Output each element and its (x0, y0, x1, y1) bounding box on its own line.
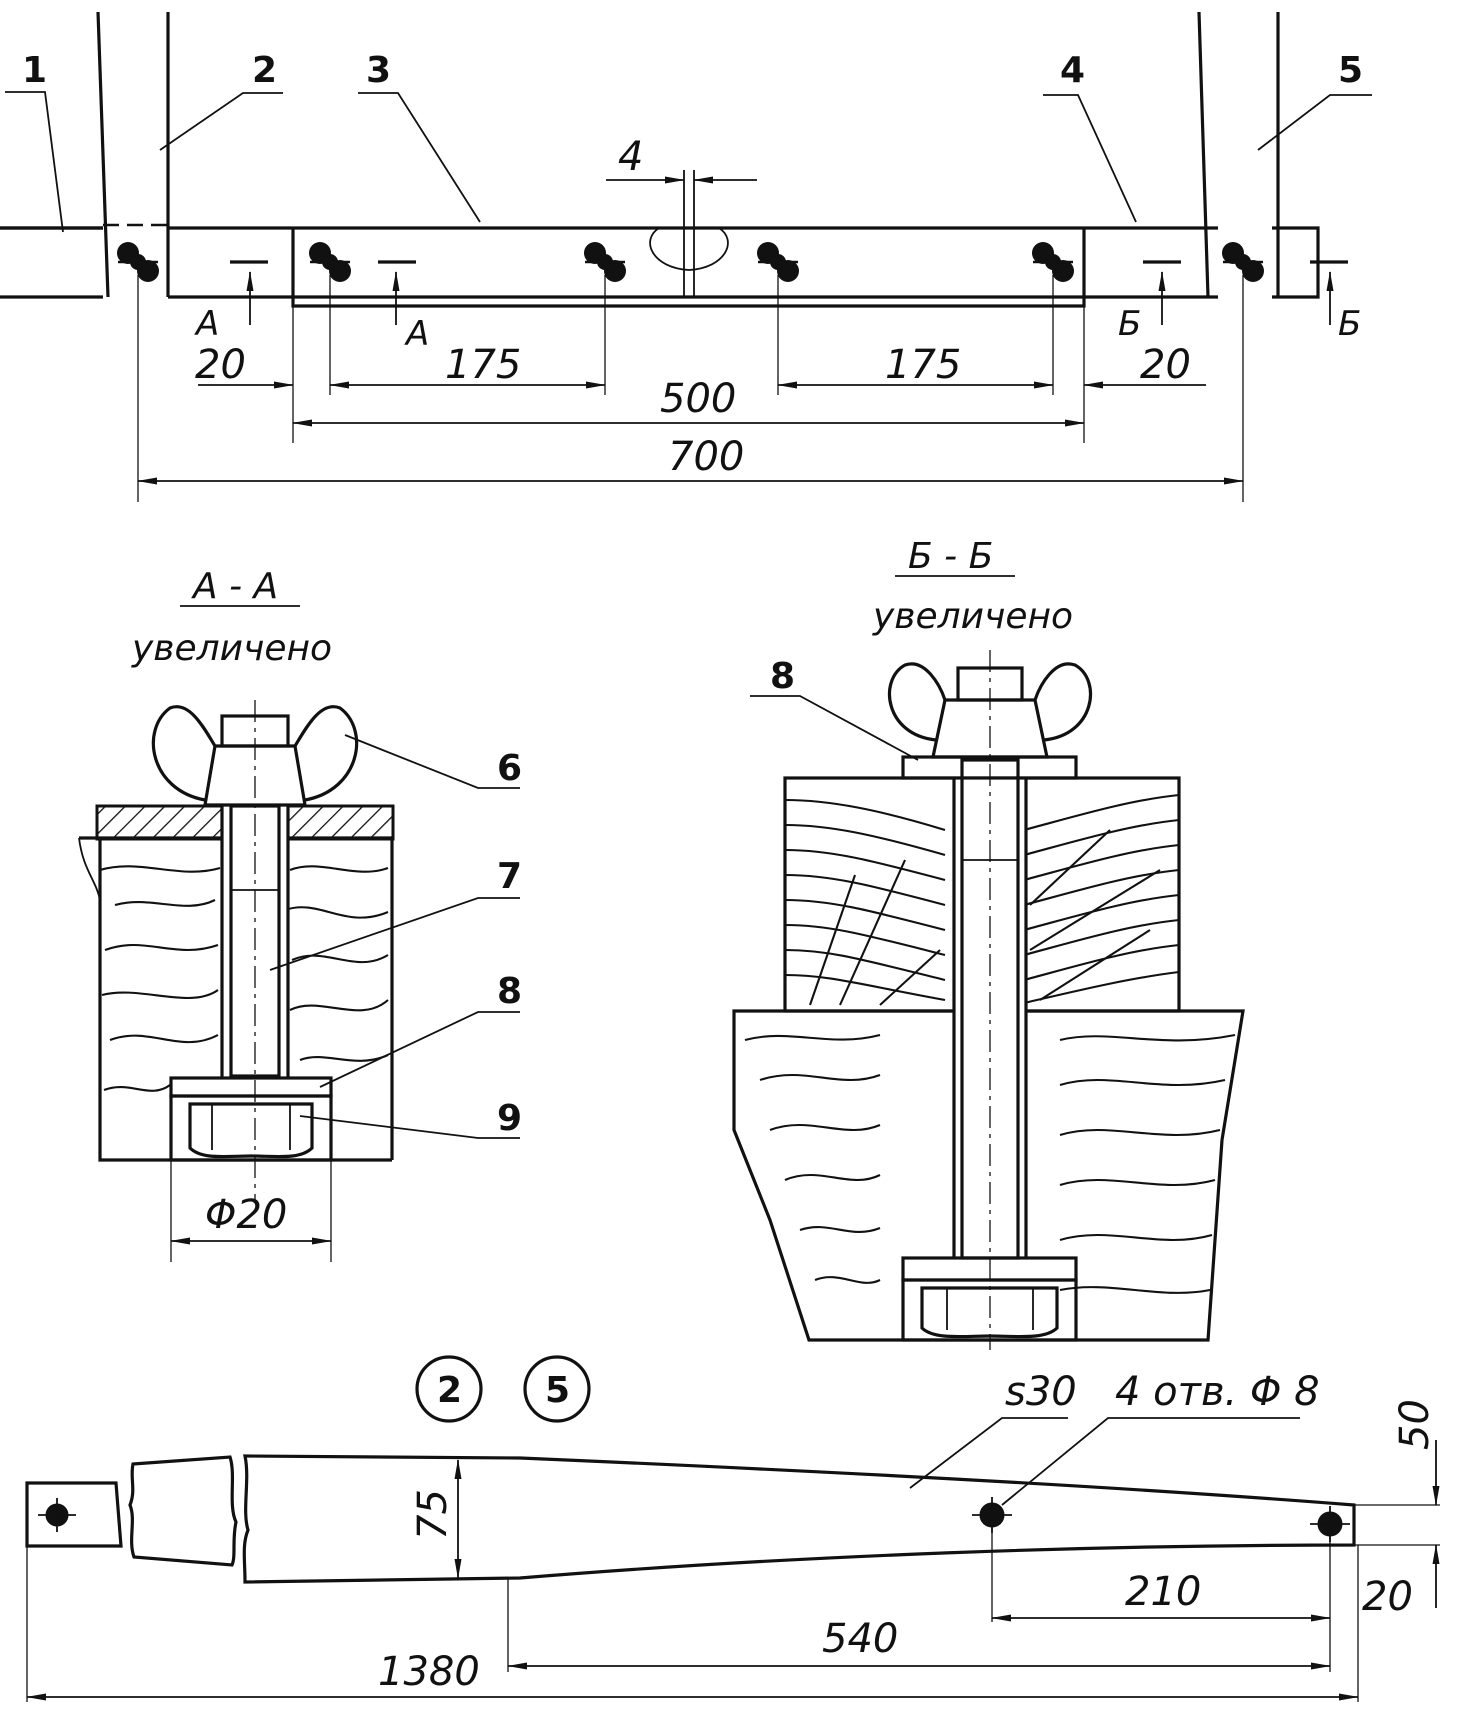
svg-text:4 отв. Φ 8: 4 отв. Φ 8 (1115, 1369, 1320, 1415)
section-b-b-title: Б - Б (908, 536, 993, 577)
rail-part-1-body (0, 226, 103, 299)
svg-text:20: 20 (195, 342, 246, 388)
svg-text:20: 20 (1362, 1574, 1413, 1620)
svg-text:5: 5 (1338, 50, 1363, 91)
svg-text:700: 700 (668, 434, 744, 480)
dimension-540: 540 (507, 1616, 1331, 1670)
svg-text:8: 8 (497, 971, 522, 1012)
svg-text:Б: Б (1118, 304, 1141, 344)
section-b-b: Б - Б увеличено (732, 536, 1245, 1350)
svg-text:500: 500 (660, 376, 736, 422)
dimension-210: 210 (991, 1569, 1331, 1622)
svg-text:8: 8 (770, 656, 795, 697)
part-label-5: 5 (1257, 50, 1372, 151)
circled-part-5: 5 (523, 1355, 591, 1423)
holes-label: 4 отв. Φ 8 (1001, 1369, 1320, 1506)
dimension-20-right: 20 (1083, 342, 1206, 389)
leg-part-5 (1197, 11, 1280, 298)
svg-text:А: А (194, 304, 219, 344)
leg-middle-segment (128, 1455, 238, 1567)
section-a-a: А - А увеличено (78, 566, 522, 1262)
part-label-1: 1 (5, 50, 64, 233)
dimension-50: 50 (1392, 1399, 1440, 1506)
svg-text:75: 75 (410, 1489, 456, 1540)
svg-text:540: 540 (822, 1616, 898, 1662)
leg-detail: 2 5 s30 (25, 1355, 1440, 1702)
part-label-3: 3 (358, 50, 481, 223)
section-a-a-subtitle: увеличено (131, 628, 332, 669)
section-marker-b-left: Б (1118, 260, 1181, 344)
dimension-1380: 1380 (26, 1649, 1359, 1701)
section-a-a-title: А - А (191, 566, 278, 607)
leg-part-2 (96, 11, 170, 298)
rail-part-3-box (291, 228, 1086, 308)
svg-text:20: 20 (1140, 342, 1191, 388)
svg-text:9: 9 (497, 1098, 522, 1139)
center-cut-arc (649, 227, 729, 271)
part-label-9: 9 (299, 1098, 522, 1139)
part-label-4: 4 (1043, 50, 1137, 223)
section-marker-a-right: А (378, 260, 429, 354)
dimension-20-leg: 20 (1362, 1544, 1440, 1620)
svg-text:А: А (404, 314, 429, 354)
mounting-hole (38, 1498, 76, 1532)
dimension-175-right: 175 (777, 342, 1054, 389)
svg-text:210: 210 (1125, 1569, 1201, 1615)
leg-end-segment (25, 1481, 123, 1548)
dimension-700: 700 (137, 434, 1244, 485)
svg-text:175: 175 (445, 342, 521, 388)
section-b-b-subtitle: увеличено (872, 596, 1073, 637)
svg-text:2: 2 (437, 1370, 462, 1411)
part-label-2: 2 (159, 50, 283, 151)
svg-text:Φ20: Φ20 (205, 1192, 287, 1238)
svg-text:175: 175 (885, 342, 961, 388)
svg-text:1: 1 (22, 50, 47, 91)
thickness-label: s30 (909, 1369, 1077, 1489)
end-grain-rings (784, 793, 1180, 1006)
part-label-7: 7 (269, 856, 522, 971)
nut-part-9 (188, 1102, 314, 1159)
counterbore (169, 1094, 333, 1162)
dimension-500: 500 (292, 376, 1085, 427)
svg-text:7: 7 (497, 856, 522, 897)
svg-text:s30: s30 (1005, 1369, 1077, 1415)
circled-part-2: 2 (415, 1355, 483, 1423)
dimension-75: 75 (410, 1459, 462, 1579)
part-label-6: 6 (344, 734, 522, 789)
top-assembly-view: 4 А А Б Б 1 (0, 11, 1372, 502)
wing-nut-icon (888, 662, 1092, 759)
svg-text:4: 4 (1060, 50, 1085, 91)
leg-main-segment (242, 1454, 1356, 1584)
section-marker-b-right: Б (1310, 260, 1361, 344)
svg-text:6: 6 (497, 748, 522, 789)
svg-text:Б: Б (1338, 304, 1361, 344)
svg-text:2: 2 (252, 50, 277, 91)
washer-part-8 (169, 1076, 333, 1098)
dimension-175-left: 175 (329, 342, 606, 389)
gap-dimension: 4 (618, 134, 643, 180)
wood-grain (99, 865, 389, 1092)
part-label-8: 8 (319, 971, 522, 1088)
dimension-dia-20: Φ20 (170, 1192, 332, 1245)
section-marker-a-left: А (194, 260, 268, 344)
dimension-20-left: 20 (195, 342, 294, 389)
lower-board-grain (744, 1033, 1236, 1294)
svg-text:3: 3 (366, 50, 391, 91)
svg-text:1380: 1380 (378, 1649, 480, 1695)
svg-text:5: 5 (545, 1370, 570, 1411)
svg-text:50: 50 (1392, 1399, 1438, 1450)
part-label-8-bb: 8 (750, 656, 919, 761)
